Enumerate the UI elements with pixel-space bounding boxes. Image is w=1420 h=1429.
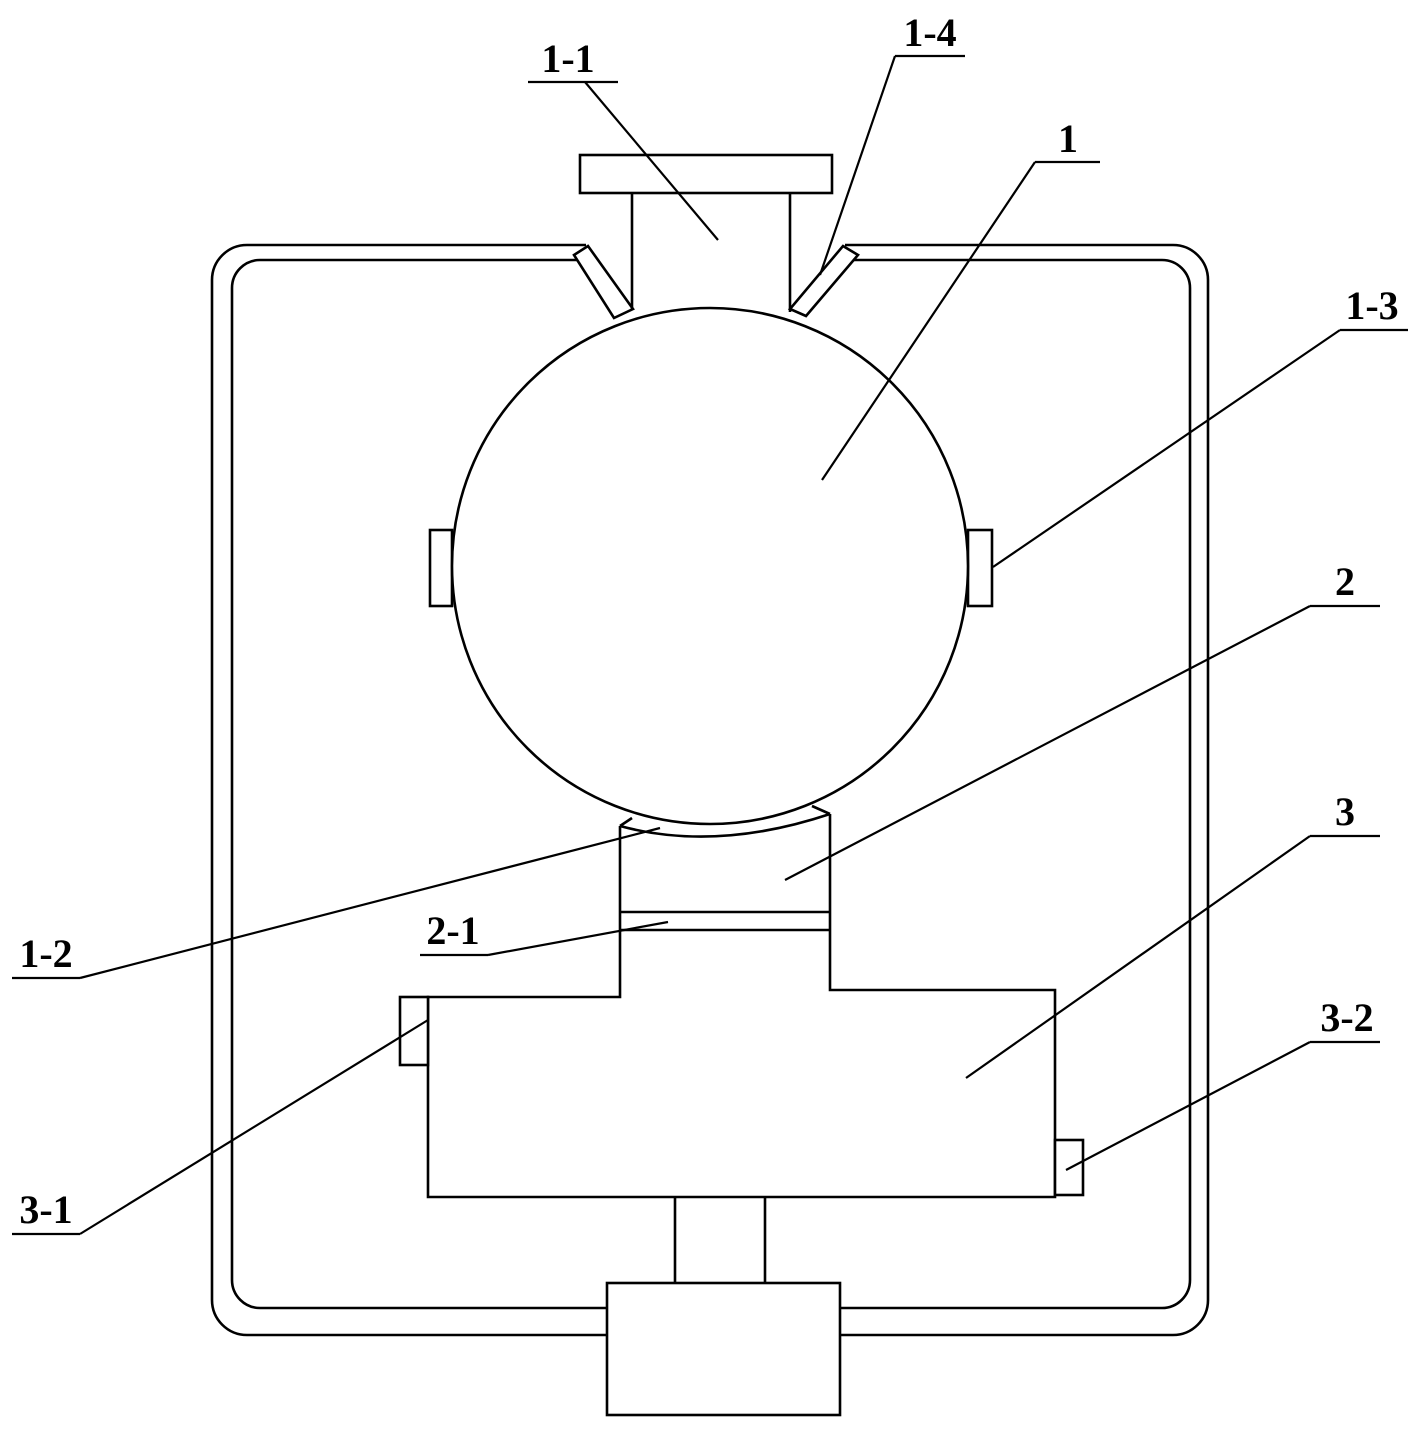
callout-label: 3-1 bbox=[19, 1187, 72, 1232]
callout-2: 2 bbox=[784, 559, 1380, 881]
callout-label: 1-4 bbox=[903, 10, 956, 55]
callout-1-2: 1-2 bbox=[12, 826, 661, 980]
callout-label: 3-2 bbox=[1320, 995, 1373, 1040]
left-diagonal-pipe bbox=[572, 244, 635, 320]
callout-1-4: 1-4 bbox=[818, 10, 965, 276]
callout-1: 1 bbox=[821, 116, 1100, 481]
left-side-lug bbox=[428, 528, 454, 608]
top-flange bbox=[578, 153, 834, 195]
callout-leader bbox=[1065, 1041, 1311, 1171]
callout-leader bbox=[487, 920, 669, 957]
callout-1-1: 1-1 bbox=[528, 36, 719, 241]
callout-leader bbox=[79, 826, 661, 980]
right-side-lug bbox=[966, 528, 994, 608]
frame bbox=[210, 243, 1210, 1337]
callout-label: 2 bbox=[1335, 559, 1355, 604]
callout-3: 3 bbox=[965, 789, 1380, 1079]
right-diagonal-pipe bbox=[787, 244, 860, 318]
callout-2-1: 2-1 bbox=[420, 908, 669, 957]
callout-leader bbox=[965, 835, 1311, 1079]
callout-label: 3 bbox=[1335, 789, 1355, 834]
callout-label: 1-3 bbox=[1345, 283, 1398, 328]
callout-label: 1-1 bbox=[541, 36, 594, 81]
callout-leader bbox=[584, 81, 719, 241]
callout-3-1: 3-1 bbox=[12, 1019, 429, 1236]
sphere bbox=[450, 306, 970, 826]
bottom-box bbox=[605, 1281, 842, 1417]
callout-label: 1 bbox=[1058, 116, 1078, 161]
callout-leader bbox=[784, 605, 1311, 881]
callout-label: 1-2 bbox=[19, 931, 72, 976]
callout-leader bbox=[992, 329, 1341, 568]
frame-inner-line bbox=[230, 258, 1192, 1310]
column-and-body-outline bbox=[426, 814, 1057, 1199]
callout-leader bbox=[818, 55, 897, 276]
callout-1-3: 1-3 bbox=[992, 283, 1408, 568]
callout-leader bbox=[821, 161, 1036, 481]
callout-3-2: 3-2 bbox=[1065, 995, 1380, 1171]
frame-outer-line bbox=[210, 243, 1210, 1337]
callout-leader bbox=[79, 1019, 429, 1235]
left-body-block bbox=[398, 995, 430, 1067]
callout-label: 2-1 bbox=[426, 908, 479, 953]
